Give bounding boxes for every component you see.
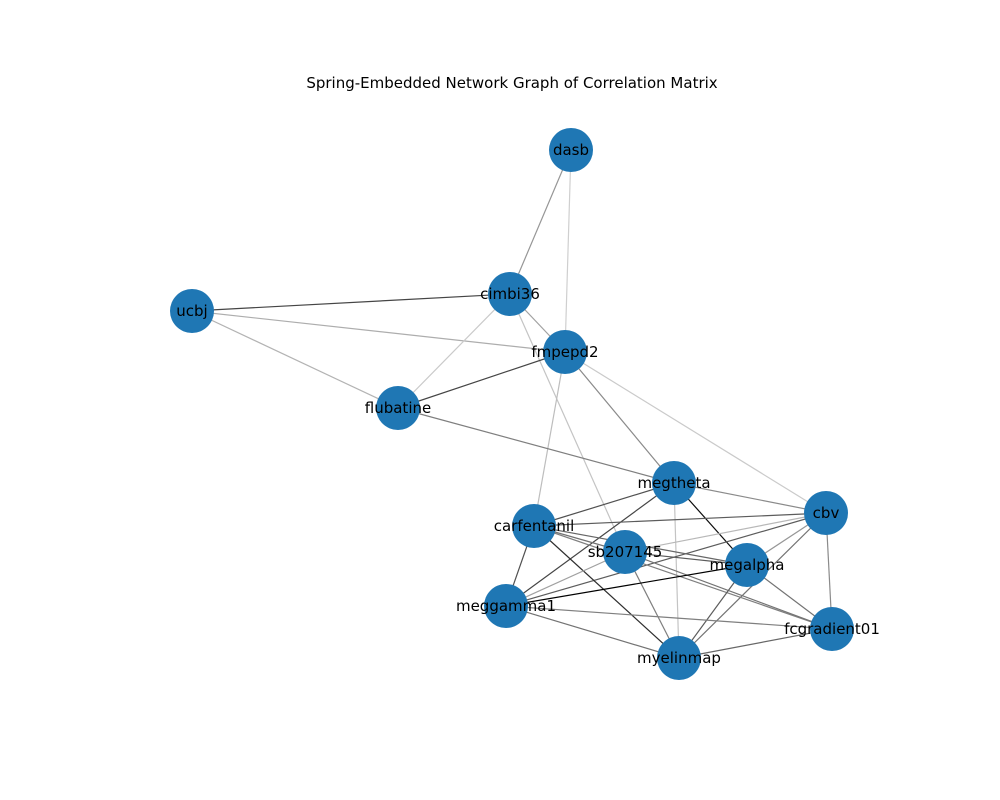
node-cbv[interactable]: cbv: [804, 491, 848, 535]
node-label-meggamma1: meggamma1: [456, 597, 556, 615]
node-flubatine[interactable]: flubatine: [365, 386, 431, 430]
edge-cbv-carfentanil: [533, 512, 827, 527]
node-label-fmpepd2: fmpepd2: [531, 343, 598, 361]
node-circle-ucbj[interactable]: [170, 289, 214, 333]
graph-title: Spring-Embedded Network Graph of Correla…: [306, 74, 717, 92]
edge-fmpepd2-carfentanil: [533, 351, 566, 527]
edge-ucbj-fmpepd2: [191, 310, 566, 353]
node-circle-flubatine[interactable]: [376, 386, 420, 430]
edge-megtheta-carfentanil: [533, 482, 675, 527]
edge-cimbi36-flubatine: [397, 293, 511, 409]
edge-megtheta-cbv: [673, 482, 827, 514]
node-carfentanil[interactable]: carfentanil: [494, 504, 575, 548]
node-label-sb207145: sb207145: [588, 543, 663, 561]
node-label-fcgradient01: fcgradient01: [784, 620, 880, 638]
node-circle-fcgradient01[interactable]: [810, 607, 854, 651]
edge-flubatine-megtheta: [397, 407, 675, 484]
node-circle-fmpepd2[interactable]: [543, 330, 587, 374]
edge-megtheta-meggamma1: [505, 482, 675, 607]
edge-fmpepd2-megtheta: [564, 351, 675, 484]
node-label-dasb: dasb: [553, 141, 589, 159]
node-ucbj[interactable]: ucbj: [170, 289, 214, 333]
edge-meggamma1-myelinmap: [505, 605, 680, 659]
node-label-myelinmap: myelinmap: [637, 649, 721, 667]
node-circle-sb207145[interactable]: [603, 530, 647, 574]
edge-megalpha-meggamma1: [505, 564, 748, 607]
node-layer: dasb cimbi36 ucbj fmpepd2 flubatine megtheta c…: [170, 128, 880, 680]
node-megtheta[interactable]: megtheta: [637, 461, 711, 505]
edge-cbv-meggamma1: [505, 512, 827, 607]
edge-ucbj-flubatine: [191, 310, 399, 409]
node-label-ucbj: ucbj: [176, 302, 207, 320]
node-dasb[interactable]: dasb: [549, 128, 593, 172]
node-circle-carfentanil[interactable]: [512, 504, 556, 548]
edge-dasb-fmpepd2: [564, 149, 572, 353]
node-circle-cimbi36[interactable]: [488, 272, 532, 316]
edge-meggamma1-fcgradient01: [505, 605, 833, 630]
node-label-cbv: cbv: [813, 504, 840, 522]
edge-cimbi36-sb207145: [509, 293, 626, 553]
node-circle-megalpha[interactable]: [725, 543, 769, 587]
edge-dasb-cimbi36: [509, 149, 572, 295]
node-meggamma1[interactable]: meggamma1: [456, 584, 556, 628]
node-megalpha[interactable]: megalpha: [710, 543, 785, 587]
node-circle-dasb[interactable]: [549, 128, 593, 172]
node-circle-cbv[interactable]: [804, 491, 848, 535]
edge-cbv-sb207145: [624, 512, 827, 553]
node-label-megtheta: megtheta: [637, 474, 710, 492]
node-cimbi36[interactable]: cimbi36: [480, 272, 540, 316]
node-fcgradient01[interactable]: fcgradient01: [784, 607, 880, 651]
edge-carfentanil-fcgradient01: [533, 525, 833, 630]
node-label-flubatine: flubatine: [365, 399, 431, 417]
node-fmpepd2[interactable]: fmpepd2: [531, 330, 599, 374]
node-circle-myelinmap[interactable]: [657, 636, 701, 680]
edge-fmpepd2-flubatine: [397, 351, 566, 409]
node-circle-megtheta[interactable]: [652, 461, 696, 505]
node-label-megalpha: megalpha: [710, 556, 785, 574]
edge-ucbj-cimbi36: [191, 293, 511, 312]
node-circle-meggamma1[interactable]: [484, 584, 528, 628]
edge-fmpepd2-cbv: [564, 351, 827, 514]
node-sb207145[interactable]: sb207145: [588, 530, 663, 574]
node-label-cimbi36: cimbi36: [480, 285, 540, 303]
edge-fcgradient01-myelinmap: [678, 628, 833, 659]
edge-carfentanil-myelinmap: [533, 525, 680, 659]
edge-megtheta-myelinmap: [673, 482, 680, 659]
node-myelinmap[interactable]: myelinmap: [637, 636, 721, 680]
node-label-carfentanil: carfentanil: [494, 517, 575, 535]
